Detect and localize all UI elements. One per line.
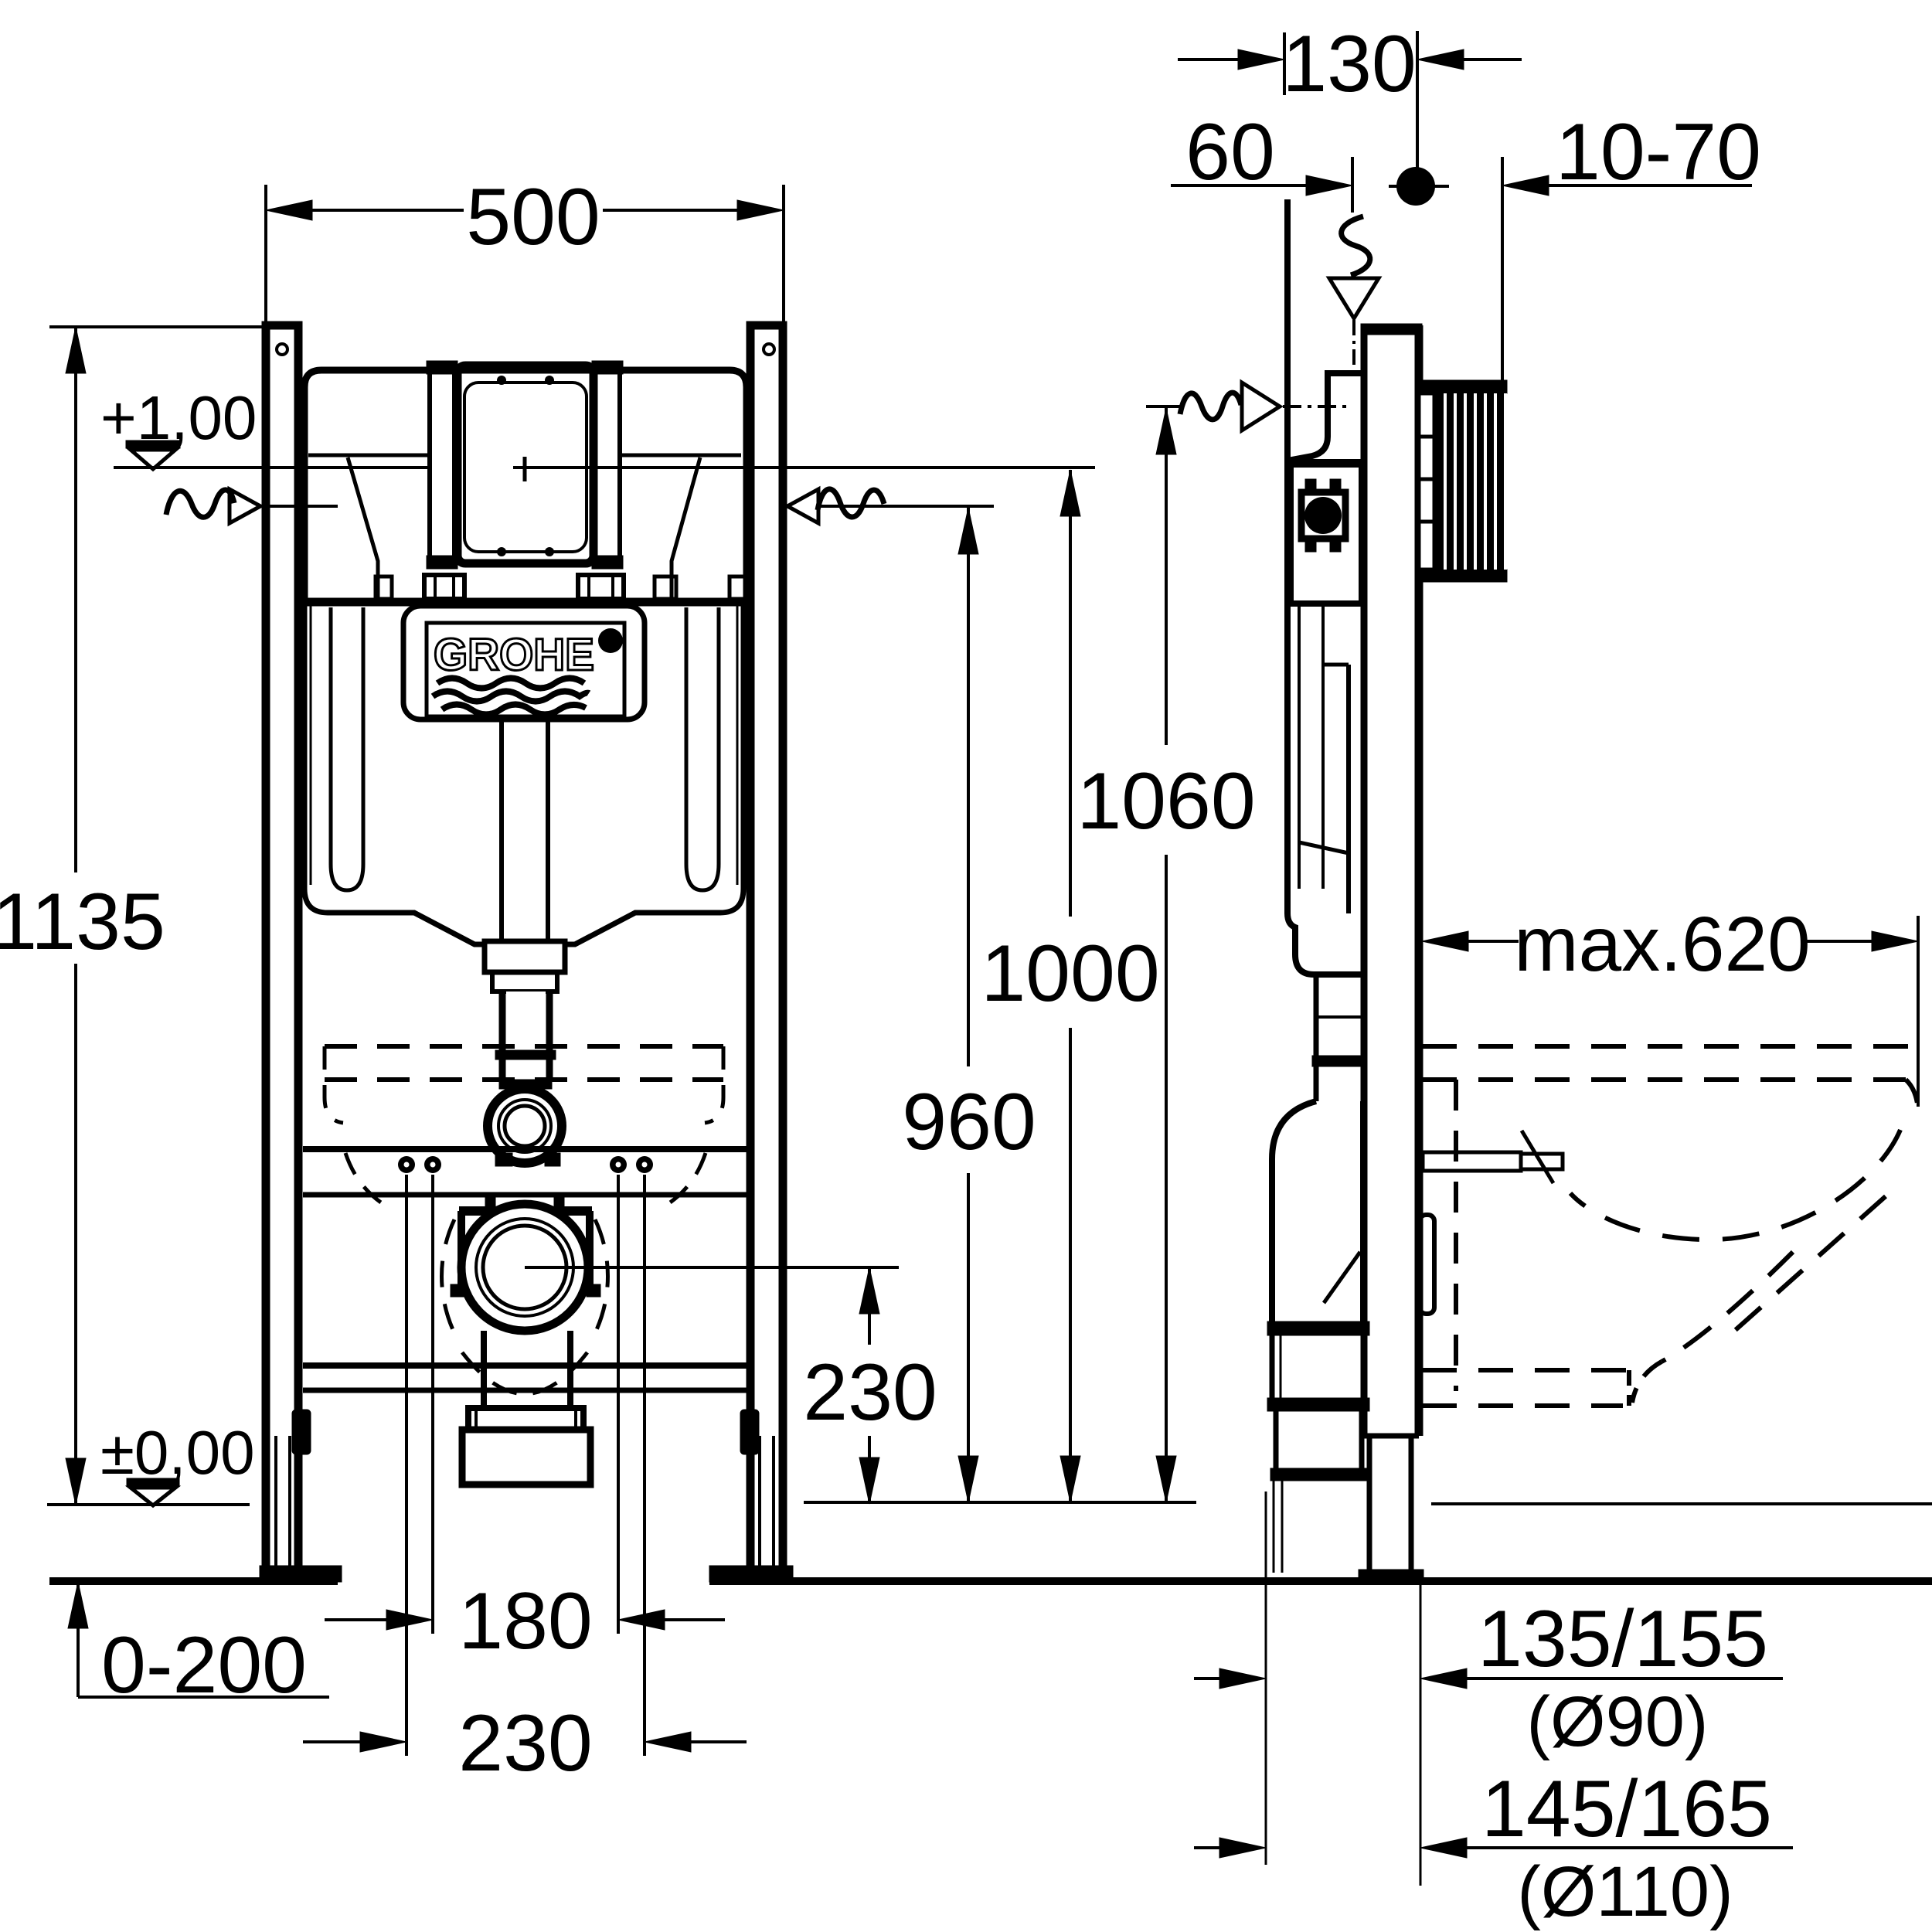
svg-text:±0,00: ±0,00 [100, 1418, 255, 1487]
svg-text:+1,00: +1,00 [100, 383, 257, 452]
svg-text:1060: 1060 [1077, 757, 1255, 846]
svg-text:230: 230 [803, 1348, 937, 1437]
svg-text:(Ø110): (Ø110) [1517, 1852, 1733, 1931]
svg-text:960: 960 [902, 1077, 1036, 1167]
svg-text:10-70: 10-70 [1556, 107, 1761, 197]
svg-text:GROHE: GROHE [434, 630, 594, 680]
svg-text:0-200: 0-200 [101, 1621, 307, 1710]
svg-text:230: 230 [458, 1699, 593, 1788]
svg-text:500: 500 [466, 172, 600, 262]
svg-text:1000: 1000 [981, 929, 1159, 1019]
svg-text:135/155: 135/155 [1478, 1594, 1768, 1684]
svg-text:180: 180 [458, 1577, 593, 1666]
svg-text:max.620: max.620 [1514, 901, 1811, 988]
svg-text:(Ø90): (Ø90) [1526, 1682, 1708, 1761]
svg-text:130: 130 [1282, 19, 1417, 109]
svg-text:1135: 1135 [0, 877, 165, 967]
svg-text:145/165: 145/165 [1481, 1764, 1772, 1854]
svg-text:60: 60 [1185, 107, 1275, 197]
